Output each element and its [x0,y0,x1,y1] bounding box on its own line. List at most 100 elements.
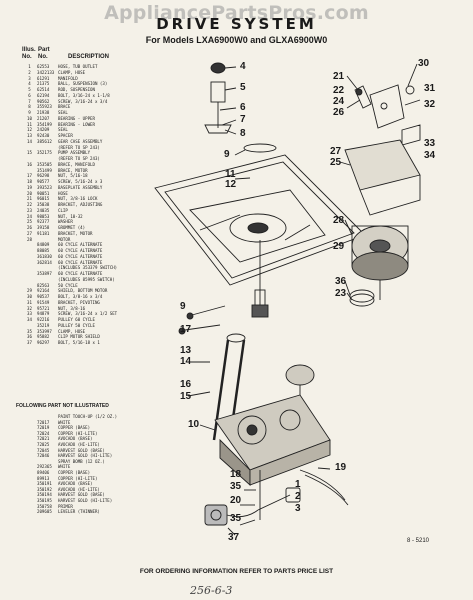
part-desc: CLIP [58,207,68,213]
part-desc: PULLEY 50 CYCLE [58,322,95,328]
parts-table-header: Illus.Part No.No.DESCRIPTION [22,47,192,61]
pump [285,364,315,386]
callout-30: 30 [418,58,430,69]
part-desc: BEARING - LOWER [58,121,95,127]
part-no: 89913 [37,475,50,481]
part-no: 92164 [37,288,50,294]
part-desc: ROD, SUSPENSION [58,87,95,92]
part-no: 21375 [37,81,50,87]
part-no: 353505 [37,161,52,167]
illus-no: 32 [27,305,32,311]
col-part-no-label: No. [38,54,48,60]
part-no: 353997 [37,328,52,334]
drain-hose [299,469,346,501]
illus-no: 5 [28,87,31,92]
callout-2: 2 [295,491,301,502]
callout-29: 29 [333,241,345,252]
part-desc: 60 CYCLE ALTERNATE [58,242,103,248]
callout-5: 5 [240,82,246,93]
callout-36: 36 [335,276,347,287]
part-no: 39158 [37,225,50,230]
illus-no: 15 [27,150,32,156]
part-no: 350195 [37,497,52,503]
part-desc: LEVELER (THINNER) [58,509,100,515]
part-desc: MANIFOLD [58,75,78,81]
callout-31: 31 [424,83,436,94]
part-desc: SCREW, 3/16-24 x 1/2 SET [58,311,118,317]
illus-no: 3 [28,75,31,81]
part-desc: WHITE [58,419,71,425]
illus-no: 37 [27,340,32,345]
part-desc: BOLT, 3/8-16 x 3/4 [58,294,103,299]
part-no: 92377 [37,219,50,225]
part-no: 95882 [37,334,50,340]
callout-9: 9 [224,149,230,160]
part-no: 353897 [37,271,52,276]
part-desc: COPPER (HI-LITE) [58,475,98,481]
illus-no: 34 [27,317,32,322]
illus-no: 9 [28,110,31,115]
callout-35-lower: 35 [230,513,242,524]
callout-7: 7 [240,114,246,125]
callout-21: 21 [333,71,345,82]
callout-34: 34 [424,150,436,161]
part-desc: PAINT TOUCH-UP (1/2 OZ.) [58,414,118,419]
col-description-label: DESCRIPTION [68,54,110,60]
part-no: 95721 [37,305,50,311]
watermark: AppliancePartsPros.com [104,2,369,24]
illus-no: 25 [27,219,32,225]
illus-no: 2 [28,69,31,75]
suspension-ball [210,62,226,74]
paint-row: SPRAY BOMB (12 OZ.) [22,459,200,465]
callout-16: 16 [180,379,192,390]
part-desc: SCREW, 5/16-24 x 3 [58,179,103,184]
part-desc: CLAMP, HOSE [58,328,86,334]
part-no: 96297 [37,340,50,345]
callout-13: 13 [180,345,192,356]
part-no: 82563 [37,282,50,288]
part-no: 21938 [37,110,50,115]
page-title: DRIVE SYSTEM [156,15,317,33]
part-no: 292365 [37,464,52,470]
part-no: 61291 [37,75,50,81]
part-desc: (REFER TO SP 243) [58,156,100,161]
part-desc: BALL, SUSPENSION (3) [58,81,108,87]
illus-no: 8 [28,104,31,110]
part-desc: 60 CYCLE ALTERNATE [58,253,103,259]
part-no: 88085 [37,248,50,253]
part-desc: CLIP MOTOR SHIELD [58,334,100,340]
part-desc: HARVEST GOLD (BASE) [58,492,105,498]
callout-11: 11 [225,169,236,180]
callout-20: 20 [230,495,242,506]
part-no: 350194 [37,492,52,498]
part-desc: HOSE [58,190,68,196]
part-no: 98053 [37,213,50,219]
manifold [204,504,228,526]
callout-22: 22 [333,85,345,96]
part-no: 354199 [37,121,52,127]
part-desc: BRACE [58,104,71,110]
illus-no: 35 [27,328,32,334]
part-desc: PULLEY 60 CYCLE [58,317,95,322]
part-no: 72019 [37,425,50,431]
callout-37: 37 [228,532,240,543]
parts-row: 3 61291 MANIFOLD [22,76,200,82]
illus-no: 36 [27,334,32,340]
